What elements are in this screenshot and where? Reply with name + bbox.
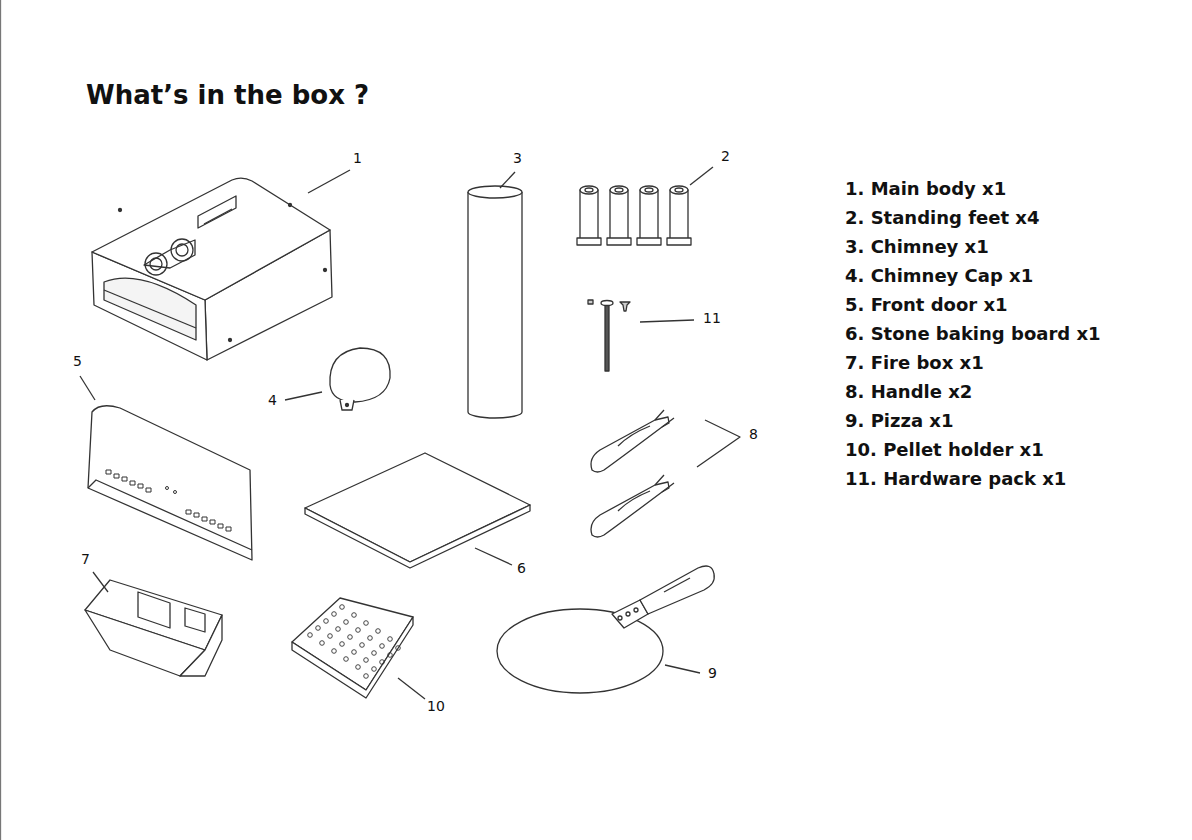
page-title: What’s in the box ? <box>86 80 369 111</box>
callout-number: 2 <box>720 148 731 165</box>
leader-line <box>93 572 108 592</box>
parts-list-item: 1. Main body x1 <box>845 178 1006 200</box>
handles-drawing <box>591 410 740 537</box>
callout-number: 6 <box>516 560 527 577</box>
callout-number: 8 <box>748 426 759 443</box>
leader-line <box>500 172 515 188</box>
leader-line <box>690 167 713 185</box>
chimney-cap-drawing <box>285 348 390 410</box>
chimney-drawing <box>468 172 522 418</box>
page-edge <box>0 0 1 840</box>
leader-line <box>80 376 95 400</box>
callout-number: 1 <box>352 150 363 167</box>
leader-line <box>285 392 322 400</box>
bracket <box>697 420 740 467</box>
pellet-holder-drawing <box>292 598 425 699</box>
leader-line <box>308 170 350 193</box>
leader-line <box>640 320 694 322</box>
hardware-drawing <box>588 300 694 371</box>
callout-number: 9 <box>707 665 718 682</box>
callout-number: 7 <box>80 551 91 568</box>
front-door-drawing <box>80 376 252 560</box>
parts-list-item: 8. Handle x2 <box>845 381 972 403</box>
parts-list-item: 11. Hardware pack x1 <box>845 468 1066 490</box>
callout-number: 11 <box>702 310 722 327</box>
parts-list-item: 4. Chimney Cap x1 <box>845 265 1033 287</box>
leader-line <box>475 548 512 565</box>
callout-number: 4 <box>267 392 278 409</box>
parts-list-item: 3. Chimney x1 <box>845 236 989 258</box>
parts-list-item: 6. Stone baking board x1 <box>845 323 1101 345</box>
main-body-drawing <box>92 170 350 360</box>
callout-number: 5 <box>72 353 83 370</box>
callout-number: 3 <box>512 150 523 167</box>
parts-list-item: 7. Fire box x1 <box>845 352 984 374</box>
parts-list-item: 10. Pellet holder x1 <box>845 439 1044 461</box>
parts-list-item: 5. Front door x1 <box>845 294 1008 316</box>
fire-box-drawing <box>85 572 222 676</box>
leader-line <box>398 678 425 699</box>
callout-number: 10 <box>426 698 446 715</box>
feet-drawing <box>577 167 713 245</box>
parts-list-item: 9. Pizza x1 <box>845 410 954 432</box>
leader-line <box>665 665 700 673</box>
pizza-peel-drawing <box>497 566 714 693</box>
stone-drawing <box>305 453 530 568</box>
parts-list-item: 2. Standing feet x4 <box>845 207 1039 229</box>
